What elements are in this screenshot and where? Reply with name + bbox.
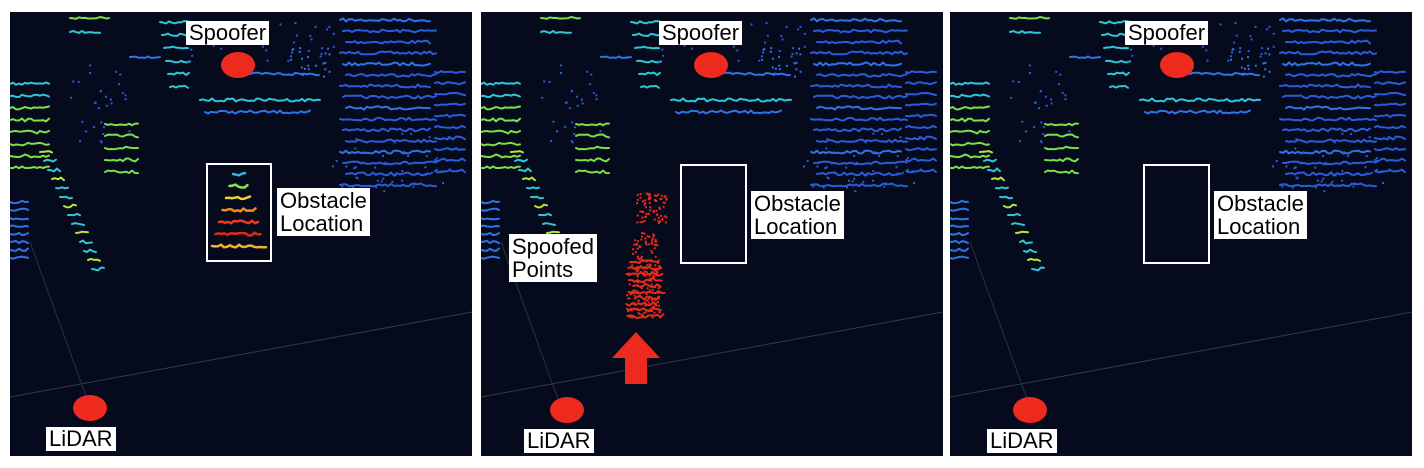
lidar-label: LiDAR: [524, 429, 594, 453]
lidar-label: LiDAR: [987, 429, 1057, 453]
spoofer-marker: [221, 52, 255, 78]
spoofer-marker: [1160, 52, 1194, 78]
obstacle-box: [1143, 164, 1210, 264]
point-cloud: [10, 15, 472, 408]
spoofer-label: Spoofer: [659, 21, 743, 45]
lidar-marker: [73, 395, 107, 421]
spoofed-points-label: Spoofed Points: [509, 234, 597, 282]
lidar-marker: [1013, 397, 1047, 423]
obstacle-location-label: Obstacle Location: [277, 188, 370, 236]
point-cloud: [950, 15, 1412, 408]
point-cloud: [481, 15, 943, 408]
spoofer-label: Spoofer: [186, 21, 270, 45]
panel-original: Spoofer Obstacle Location LiDAR: [10, 12, 472, 456]
lidar-label: LiDAR: [46, 427, 116, 451]
spoofer-label: Spoofer: [1125, 21, 1209, 45]
panel-removed: Spoofer Obstacle Location LiDAR: [950, 12, 1412, 456]
obstacle-location-label: Obstacle Location: [1214, 191, 1307, 239]
lidar-marker: [550, 397, 584, 423]
up-arrow-icon: [612, 332, 660, 384]
obstacle-box: [680, 164, 747, 264]
panel-spoofed: Spoofer Obstacle Location Spoofed Points…: [481, 12, 943, 456]
obstacle-box: [206, 163, 272, 262]
spoofer-marker: [694, 52, 728, 78]
obstacle-location-label: Obstacle Location: [751, 191, 844, 239]
